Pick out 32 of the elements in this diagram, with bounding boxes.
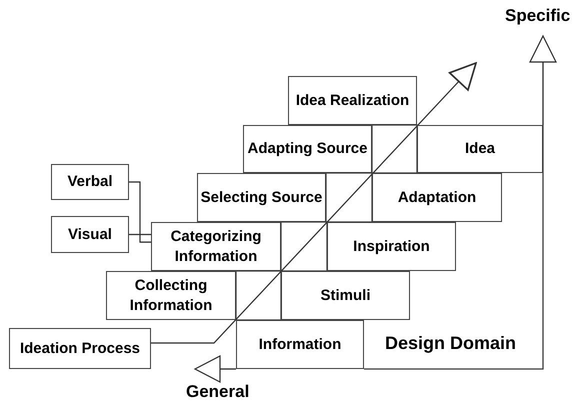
- connector-line: [129, 234, 151, 236]
- step-box: [417, 125, 543, 173]
- node-text: Adapting Source: [247, 139, 368, 159]
- step-box: [151, 222, 281, 271]
- connector-line: [129, 181, 151, 243]
- step-box: [106, 271, 236, 320]
- category-box: [51, 164, 129, 200]
- step-box: [236, 320, 364, 369]
- node-text: Ideation Process: [20, 338, 140, 358]
- axis-label: Specific: [505, 6, 570, 26]
- step-box: [327, 222, 456, 271]
- node-text: Inspiration: [353, 236, 430, 256]
- node-text: Verbal: [67, 172, 113, 192]
- step-box: [281, 271, 410, 320]
- node-text: Adaptation: [398, 188, 476, 208]
- step-box: [288, 76, 417, 125]
- node-text: Stimuli: [320, 286, 370, 306]
- process-label-box: [9, 328, 151, 369]
- node-text: Selecting Source: [200, 188, 322, 208]
- node-text: Information: [258, 334, 342, 354]
- step-box: [197, 173, 326, 222]
- node-text: Idea Realization: [296, 90, 410, 110]
- step-box: [243, 125, 372, 173]
- node-text: Idea: [464, 139, 495, 159]
- node-text: Categorizing Information: [170, 227, 262, 266]
- step-box: [372, 173, 502, 222]
- arrow: [151, 62, 477, 344]
- region-label: Design Domain: [385, 333, 516, 354]
- node-text: Collecting Information: [128, 276, 214, 315]
- node-text: Visual: [68, 224, 112, 244]
- category-box: [51, 216, 129, 253]
- axis-label: General: [186, 382, 250, 402]
